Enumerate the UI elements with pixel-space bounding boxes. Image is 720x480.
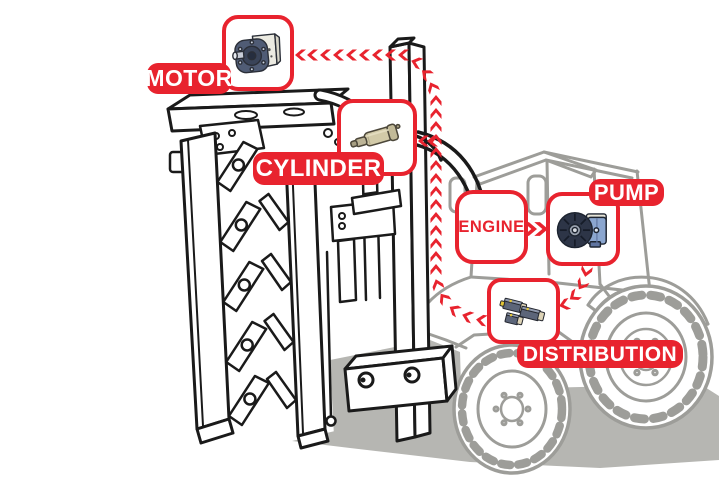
cylinder-label: CYLINDER — [253, 152, 384, 185]
engine-label-box: ENGINE — [455, 190, 528, 264]
tractor-mirror-right — [526, 174, 548, 216]
gear-pump-icon — [556, 212, 607, 249]
hydraulic-motor-icon — [232, 33, 282, 74]
motor-label-text: MOTOR — [145, 65, 233, 91]
middle-cutter-bar — [258, 156, 330, 450]
cylinder-label-text: CYLINDER — [255, 154, 382, 182]
pump-label: PUMP — [589, 179, 664, 206]
distribution-image-box — [487, 278, 560, 344]
beam-front — [166, 101, 336, 133]
engine-label-text: ENGINE — [458, 217, 525, 236]
tractor-hood — [421, 275, 473, 350]
motor-image-box — [222, 15, 294, 91]
pump-label-text: PUMP — [593, 179, 660, 205]
distribution-valve-icon — [499, 297, 546, 326]
counterweight — [343, 344, 458, 413]
motor-label: MOTOR — [145, 63, 233, 94]
implement-line-art — [166, 36, 488, 450]
distribution-label: DISTRIBUTION — [517, 340, 683, 368]
distribution-label-text: DISTRIBUTION — [522, 342, 678, 366]
rear-fender — [586, 275, 710, 328]
